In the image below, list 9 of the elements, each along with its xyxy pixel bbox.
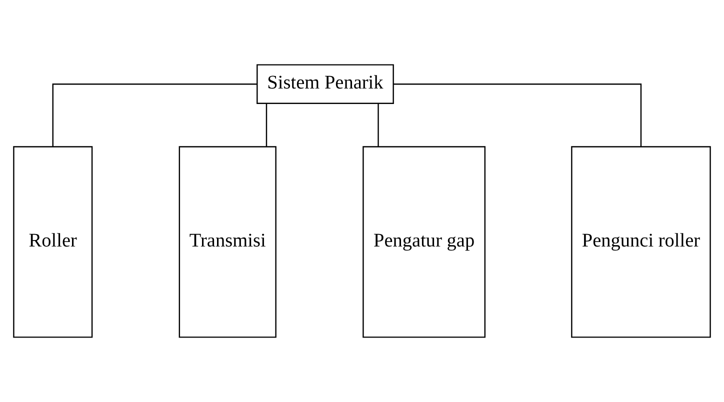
connector	[52, 84, 257, 146]
connector	[266, 103, 268, 147]
connector	[378, 103, 379, 147]
connector	[393, 84, 642, 146]
node-box: Pengunci roller	[571, 146, 711, 338]
node-box: Transmisi	[178, 146, 276, 338]
node-box: Sistem Penarik	[256, 64, 394, 104]
node-box: Pengatur gap	[362, 146, 486, 338]
node-box: Roller	[13, 146, 93, 338]
